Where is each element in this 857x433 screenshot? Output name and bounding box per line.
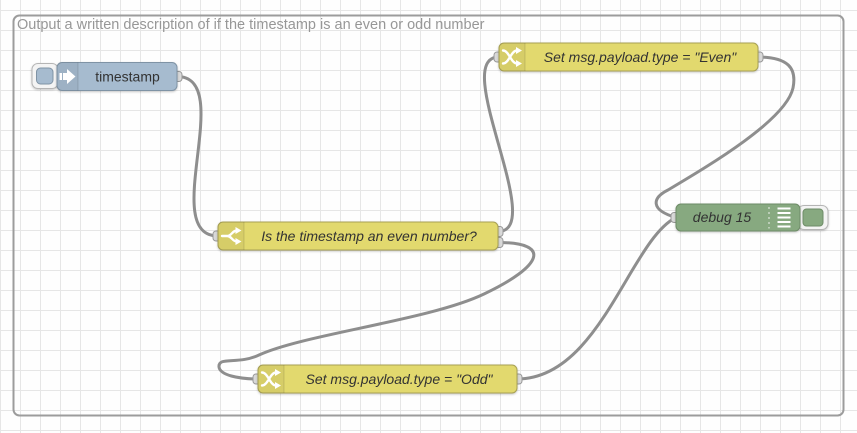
- change-odd-node-body[interactable]: [257, 364, 518, 394]
- wire-inject-to-switch[interactable]: [175, 75, 220, 238]
- change-odd-icon-area: [258, 365, 284, 393]
- switch-node-label: Is the timestamp an even number?: [261, 228, 477, 244]
- node-inject-timestamp[interactable]: timestamp: [31, 62, 183, 91]
- wire-change-even-to-debug[interactable]: [654, 55, 796, 219]
- debug-toggle-button-face[interactable]: [802, 208, 824, 227]
- inject-node-label: timestamp: [95, 69, 160, 85]
- change-even-node-label: Set msg.payload.type = "Even": [544, 49, 737, 65]
- wire-switch-to-change-even[interactable]: [482, 55, 515, 233]
- wire-switch-to-change-odd[interactable]: [217, 241, 536, 381]
- wire-change-odd-to-debug[interactable]: [515, 216, 678, 381]
- node-change-even[interactable]: Set msg.payload.type = "Even": [493, 42, 764, 72]
- debug-node-body[interactable]: [675, 203, 801, 232]
- change-even-node-body[interactable]: [498, 42, 759, 72]
- flow-comment: Output a written description of if the t…: [17, 17, 485, 33]
- inject-node-body[interactable]: [56, 62, 178, 91]
- debug-node-label: debug 15: [693, 209, 752, 225]
- inject-trigger-button-face[interactable]: [36, 67, 54, 85]
- node-debug-15[interactable]: debug 15: [670, 203, 829, 232]
- switch-node-body[interactable]: [217, 221, 499, 251]
- change-odd-node-label: Set msg.payload.type = "Odd": [306, 371, 494, 387]
- change-even-icon-area: [499, 43, 525, 71]
- node-change-odd[interactable]: Set msg.payload.type = "Odd": [252, 364, 523, 394]
- node-switch-even-check[interactable]: Is the timestamp an even number?: [212, 221, 504, 251]
- workspace-border: [12, 14, 845, 417]
- wires: [175, 55, 796, 381]
